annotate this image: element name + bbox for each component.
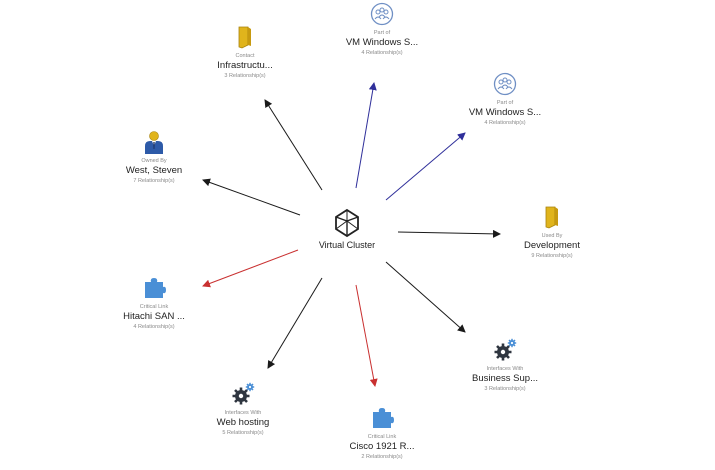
node-label: VM Windows S... — [345, 37, 419, 48]
person-icon — [145, 131, 163, 154]
node-label: Business Sup... — [471, 373, 538, 384]
relation-label: Owned By — [141, 158, 167, 164]
edge-west — [202, 178, 301, 216]
puzzle-icon — [373, 408, 394, 428]
relationship-count: 7 Relationship(s) — [133, 178, 175, 184]
relation-label: Used By — [541, 233, 563, 239]
center-label: Virtual Cluster — [318, 240, 376, 250]
node-label: Hitachi SAN ... — [123, 311, 185, 322]
polyhedron-icon — [335, 208, 359, 238]
relationship-count: 4 Relationship(s) — [133, 324, 175, 330]
node-infrastructure[interactable]: Contact Infrastructu... 3 Relationship(s… — [180, 25, 310, 80]
edge-biz — [385, 261, 466, 333]
node-label: VM Windows S... — [468, 107, 542, 118]
node-development[interactable]: Used By Development 9 Relationship(s) — [487, 205, 617, 260]
relation-label: Interfaces With — [486, 366, 524, 372]
node-label: Infrastructu... — [217, 60, 273, 71]
edge-web — [267, 277, 323, 369]
node-cisco[interactable]: Critical Link Cisco 1921 R... 2 Relation… — [317, 406, 447, 461]
edge-vm1 — [355, 82, 377, 189]
node-label: West, Steven — [125, 165, 183, 176]
node-hitachi-san[interactable]: Critical Link Hitachi SAN ... 4 Relation… — [89, 276, 219, 331]
node-web-hosting[interactable]: Interfaces With Web hosting 5 Relationsh… — [178, 382, 308, 437]
folder-icon — [545, 206, 558, 229]
relation-label: Interfaces With — [224, 410, 262, 416]
edge-dev — [397, 229, 501, 238]
edge-infra — [264, 99, 323, 191]
edge-hitachi — [202, 249, 299, 288]
node-business-support[interactable]: Interfaces With Business Sup... 3 Relati… — [440, 338, 570, 393]
relationship-count: 5 Relationship(s) — [222, 430, 264, 436]
relationship-count: 3 Relationship(s) — [484, 386, 526, 392]
relation-label: Critical Link — [367, 434, 397, 440]
relation-label: Part of — [373, 30, 391, 36]
node-label: Cisco 1921 R... — [349, 441, 415, 452]
gears-icon — [232, 382, 255, 405]
people-group-icon — [370, 2, 394, 26]
gears-icon — [494, 338, 517, 361]
center-node[interactable]: Virtual Cluster — [292, 208, 402, 250]
relationship-count: 9 Relationship(s) — [531, 253, 573, 259]
node-vm2[interactable]: Part of VM Windows S... 4 Relationship(s… — [440, 72, 570, 127]
node-label: Development — [524, 240, 580, 251]
relationship-count: 4 Relationship(s) — [484, 120, 526, 126]
edge-vm2 — [385, 132, 466, 201]
relationship-count: 3 Relationship(s) — [224, 73, 266, 79]
relation-label: Contact — [235, 53, 255, 59]
relation-label: Part of — [496, 100, 514, 106]
folder-icon — [238, 26, 251, 49]
relationship-count: 2 Relationship(s) — [361, 454, 403, 460]
node-label: Web hosting — [216, 417, 270, 428]
node-vm1[interactable]: Part of VM Windows S... 4 Relationship(s… — [317, 2, 447, 57]
relationship-count: 4 Relationship(s) — [361, 50, 403, 56]
edge-cisco — [355, 284, 378, 387]
puzzle-icon — [145, 278, 166, 298]
people-group-icon — [493, 72, 517, 96]
relation-label: Critical Link — [139, 304, 169, 310]
node-west-steven[interactable]: Owned By West, Steven 7 Relationship(s) — [89, 130, 219, 185]
